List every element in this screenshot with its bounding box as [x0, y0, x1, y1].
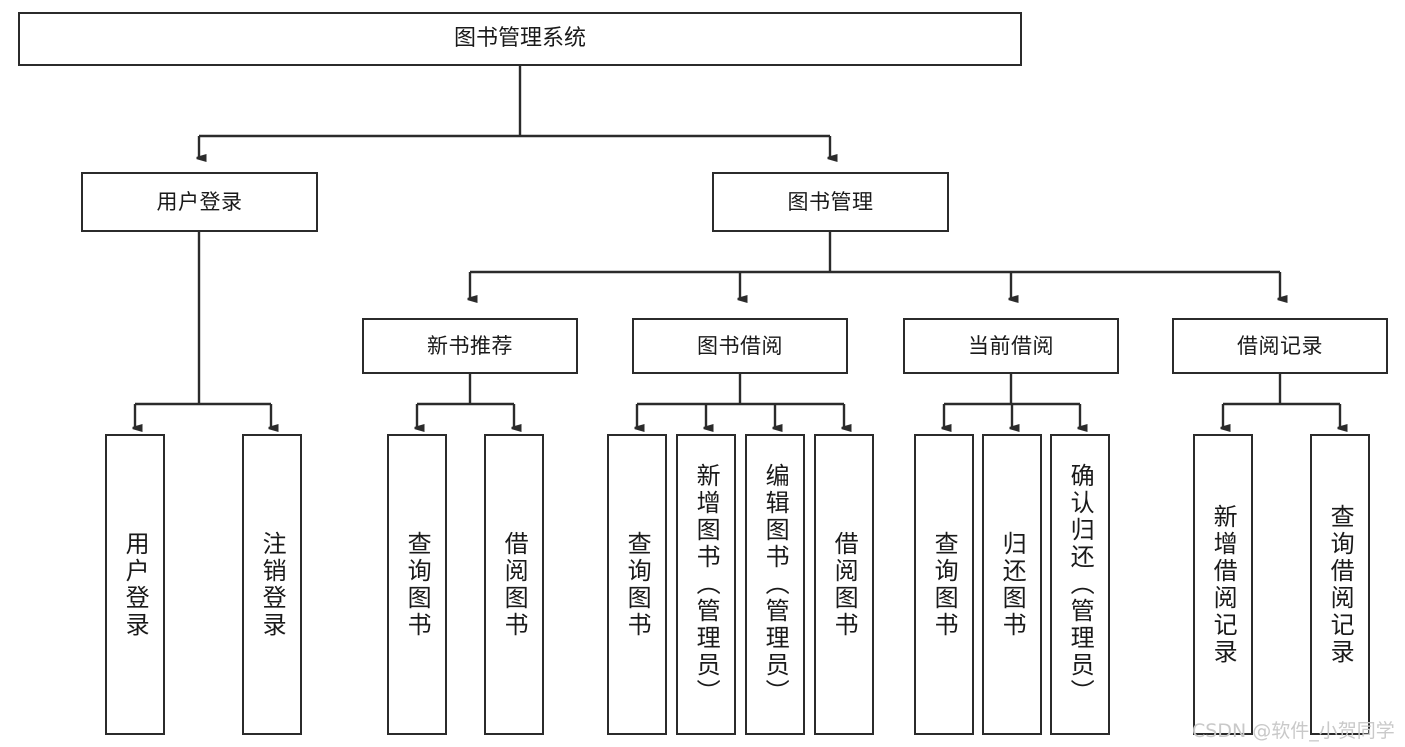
node-label: 图书借阅 [697, 333, 783, 358]
node-label: 注销登录 [258, 530, 287, 639]
node-label: 用户登录 [121, 530, 150, 639]
node-label: 查询图书 [403, 530, 432, 639]
node-user-login[interactable]: 用户登录 [81, 172, 318, 232]
node-root-system[interactable]: 图书管理系统 [18, 12, 1022, 66]
node-label: 新增借阅记录 [1209, 503, 1238, 666]
node-label: 新增图书（管理员） [692, 463, 721, 706]
leaf-borrow-record-query[interactable]: 查询借阅记录 [1310, 434, 1370, 735]
leaf-user-login-logout[interactable]: 注销登录 [242, 434, 302, 735]
node-label: 查询图书 [623, 530, 652, 639]
leaf-book-borrow-borrow[interactable]: 借阅图书 [814, 434, 874, 735]
leaf-borrow-record-add[interactable]: 新增借阅记录 [1193, 434, 1253, 735]
node-book-borrow[interactable]: 图书借阅 [632, 318, 848, 374]
leaf-new-book-query[interactable]: 查询图书 [387, 434, 447, 735]
node-label: 图书管理 [787, 189, 874, 214]
leaf-new-book-borrow[interactable]: 借阅图书 [484, 434, 544, 735]
leaf-user-login-login[interactable]: 用户登录 [105, 434, 165, 735]
leaf-current-borrow-return[interactable]: 归还图书 [982, 434, 1042, 735]
node-label: 查询借阅记录 [1326, 503, 1355, 666]
node-label: 图书管理系统 [453, 26, 586, 52]
node-label: 当前借阅 [968, 333, 1054, 358]
node-current-borrow[interactable]: 当前借阅 [903, 318, 1119, 374]
leaf-book-borrow-add[interactable]: 新增图书（管理员） [676, 434, 736, 735]
node-label: 编辑图书（管理员） [761, 463, 790, 706]
node-label: 确认归还（管理员） [1066, 463, 1095, 706]
node-label: 归还图书 [998, 530, 1027, 639]
node-label: 借阅记录 [1237, 333, 1323, 358]
leaf-book-borrow-edit[interactable]: 编辑图书（管理员） [745, 434, 805, 735]
leaf-book-borrow-query[interactable]: 查询图书 [607, 434, 667, 735]
node-label: 借阅图书 [500, 530, 529, 639]
leaf-current-borrow-query[interactable]: 查询图书 [914, 434, 974, 735]
node-label: 新书推荐 [427, 333, 513, 358]
node-book-management[interactable]: 图书管理 [712, 172, 949, 232]
node-label: 用户登录 [156, 189, 243, 214]
node-label: 查询图书 [930, 530, 959, 639]
node-borrow-record[interactable]: 借阅记录 [1172, 318, 1388, 374]
csdn-watermark: CSDN @软件_小贺同学 [1192, 720, 1395, 742]
node-new-book-recommend[interactable]: 新书推荐 [362, 318, 578, 374]
node-label: 借阅图书 [830, 530, 859, 639]
leaf-current-borrow-confirm-return[interactable]: 确认归还（管理员） [1050, 434, 1110, 735]
